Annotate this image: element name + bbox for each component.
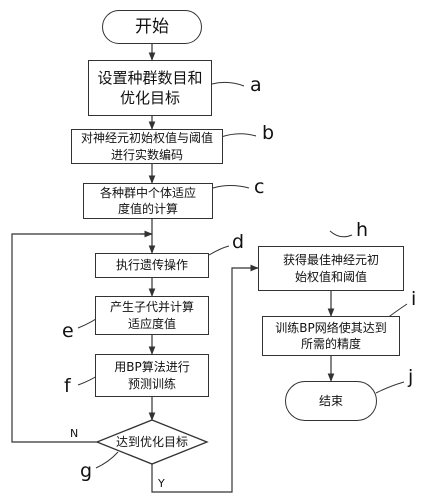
best-weights-label: 获得最佳神经元初始权值和阈值 <box>282 253 379 284</box>
fitness-calc-label: 各种群中个体适应度值的计算 <box>100 185 197 216</box>
offspring-fitness-label: 产生子代并计算适应度值 <box>109 300 194 331</box>
encode-weights-label: 对神经元初始权值与阈值进行实数编码 <box>80 131 213 162</box>
genetic-operation-box: 执行遗传操作 <box>95 253 209 278</box>
start-terminal: 开始 <box>102 10 202 44</box>
annotation-j: j <box>408 366 414 388</box>
annotation-i: i <box>411 288 417 310</box>
bp-predict-label: 用BP算法进行预测训练 <box>114 360 190 391</box>
annotation-e: e <box>62 320 74 342</box>
train-bp-box: 训练BP网络使其达到所需的精度 <box>262 316 400 356</box>
annotation-a: a <box>250 74 262 96</box>
setup-population-box: 设置种群数目和优化目标 <box>88 60 212 116</box>
branch-yes-label: Y <box>158 477 165 490</box>
end-terminal-label: 结束 <box>318 393 343 408</box>
annotation-g: g <box>80 460 93 482</box>
goal-decision-label: 达到优化目标 <box>115 434 188 449</box>
goal-decision: 达到优化目标 <box>97 420 207 464</box>
bp-predict-box: 用BP算法进行预测训练 <box>95 354 209 397</box>
branch-no-label: N <box>70 427 79 440</box>
fitness-calc-box: 各种群中个体适应度值的计算 <box>83 183 213 219</box>
offspring-fitness-box: 产生子代并计算适应度值 <box>95 296 209 335</box>
encode-weights-box: 对神经元初始权值与阈值进行实数编码 <box>71 129 223 164</box>
annotation-h: h <box>356 219 369 241</box>
annotation-c: c <box>254 176 265 198</box>
best-weights-box: 获得最佳神经元初始权值和阈值 <box>258 246 404 291</box>
end-terminal: 结束 <box>285 381 377 421</box>
start-terminal-label: 开始 <box>135 16 169 37</box>
setup-population-label: 设置种群数目和优化目标 <box>97 68 203 107</box>
genetic-operation-label: 执行遗传操作 <box>115 258 188 273</box>
loop-no-branch <box>11 233 152 443</box>
branch-yes <box>151 264 259 493</box>
annotation-b: b <box>262 122 275 144</box>
goal-diamond-shape <box>95 419 209 465</box>
annotation-d: d <box>232 231 245 253</box>
annotation-f: f <box>64 375 71 397</box>
train-bp-label: 训练BP网络使其达到所需的精度 <box>275 320 387 351</box>
